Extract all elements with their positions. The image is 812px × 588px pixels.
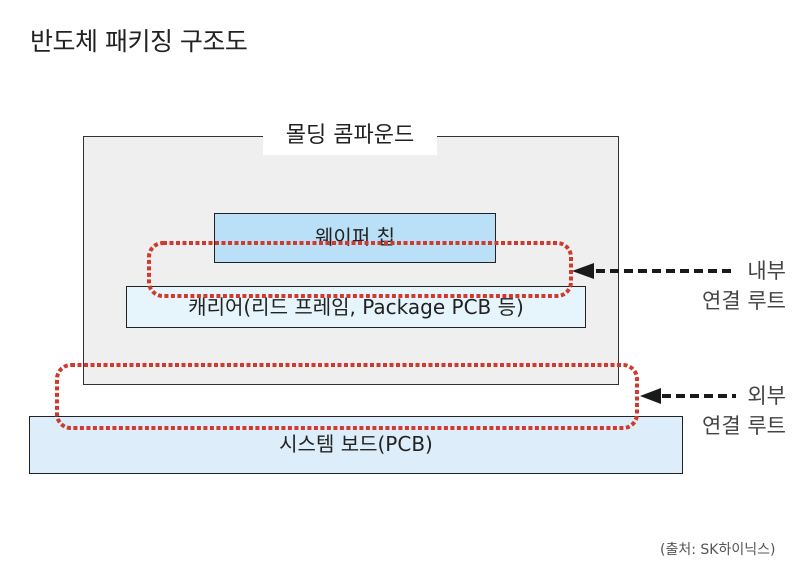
internal-route-label: 내부 연결 루트 <box>680 256 786 316</box>
source-caption: (출처: SK하이닉스) <box>660 542 776 558</box>
external-route-arrow-icon <box>640 388 736 404</box>
internal-route-outline <box>147 241 573 298</box>
internal-route-label-line1: 내부 <box>747 259 786 283</box>
system-board-box: 시스템 보드(PCB) <box>29 416 683 474</box>
molding-compound-label: 몰딩 콤파운드 <box>263 119 437 155</box>
internal-route-label-line2: 연결 루트 <box>702 289 786 313</box>
diagram-title: 반도체 패키징 구조도 <box>30 27 248 56</box>
carrier-label: 캐리어(리드 프레임, Package PCB 등) <box>188 295 524 319</box>
external-route-label-line1: 외부 <box>747 384 786 408</box>
external-route-label: 외부 연결 루트 <box>680 381 786 441</box>
external-route-outline <box>55 363 639 430</box>
system-board-label: 시스템 보드(PCB) <box>279 432 433 456</box>
carrier-box: 캐리어(리드 프레임, Package PCB 등) <box>126 286 586 328</box>
wafer-chip-box: 웨이퍼 칩 <box>214 213 496 263</box>
external-route-label-line2: 연결 루트 <box>702 414 786 438</box>
internal-route-arrow-icon <box>572 263 736 279</box>
